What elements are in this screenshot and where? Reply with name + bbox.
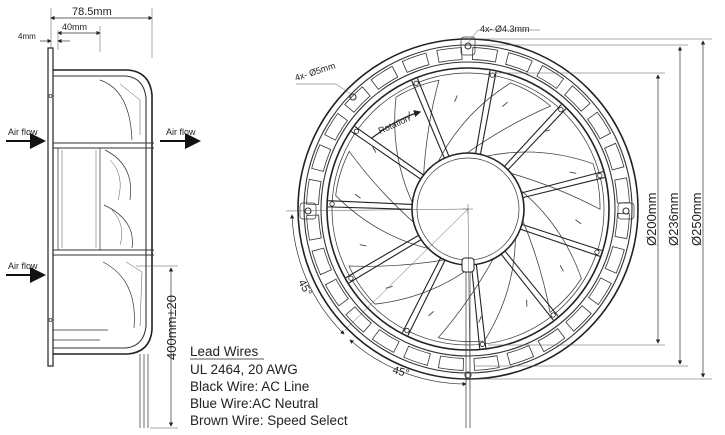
frame-slot	[345, 306, 372, 333]
front-lead-wires	[461, 257, 475, 428]
support-spoke	[351, 126, 424, 180]
lead-wires-brown: Brown Wire: Speed Select	[190, 413, 348, 428]
flange-plate	[47, 47, 54, 367]
blade-tick	[454, 95, 458, 103]
frame-slot	[537, 328, 566, 353]
support-spoke	[345, 234, 422, 284]
flange-holes-label: 4x- Ø5mm	[294, 60, 337, 82]
angle-label-bottom: 45°	[391, 364, 410, 380]
flange-thickness-label: 4mm	[18, 32, 36, 41]
airflow-label-right: Air flow	[166, 127, 196, 137]
impeller-blade	[348, 258, 478, 305]
frame-slot	[614, 213, 630, 240]
frame-slot	[437, 355, 464, 371]
lead-wire-notes: Lead Wires UL 2464, 20 AWG Black Wire: A…	[190, 344, 348, 428]
blade-tick	[502, 101, 508, 107]
frame-slot	[564, 85, 591, 112]
angle-label-left: 45°	[295, 278, 313, 298]
frame-slot	[401, 52, 430, 73]
blade-tick	[359, 244, 367, 247]
impeller-blade	[436, 82, 552, 166]
blade-tick	[354, 193, 361, 199]
wire-length-label: 400mm±20	[164, 295, 179, 360]
blade-tick	[385, 285, 393, 289]
frame-slot	[324, 278, 349, 307]
frame-slot	[472, 47, 499, 63]
frame-slot	[536, 65, 565, 90]
frame-slot	[306, 178, 322, 205]
support-spokes	[327, 70, 605, 349]
dia-250-label: Ø250mm	[689, 193, 704, 246]
frame-slot	[505, 52, 533, 73]
side-view: 78.5mm 40mm 4mm	[6, 6, 201, 429]
frame-slot	[403, 345, 431, 366]
frame-slot	[324, 112, 349, 141]
impeller-blade	[482, 151, 601, 210]
frame-slot	[614, 177, 630, 204]
support-spoke	[401, 257, 446, 336]
frame-slot	[506, 345, 535, 366]
support-spoke	[521, 171, 605, 199]
dia-236-label: Ø236mm	[666, 193, 681, 246]
side-lead-wires: 400mm±20	[136, 265, 179, 429]
frame-slot	[604, 142, 625, 171]
support-spoke	[500, 250, 559, 321]
dia-200-label: Ø200mm	[644, 193, 659, 246]
fan-housing-side	[53, 69, 154, 355]
support-spoke	[470, 264, 487, 349]
frame-slot	[371, 328, 400, 353]
frame-slot	[587, 277, 612, 306]
impeller-blade	[335, 150, 433, 250]
lead-wires-spec: UL 2464, 20 AWG	[190, 362, 298, 377]
impeller-blade	[517, 187, 582, 314]
blade-tick	[543, 129, 551, 133]
blade-tick	[575, 219, 582, 225]
lead-wires-blue: Blue Wire:AC Neutral	[190, 396, 318, 411]
airflow-label-left-bottom: Air flow	[8, 261, 38, 271]
rotation-indicator: Rotation	[371, 110, 422, 139]
support-spoke	[520, 223, 602, 257]
airflow-label-left-top: Air flow	[8, 127, 38, 137]
blade-tick	[478, 315, 482, 323]
overall-depth-label: 78.5mm	[72, 6, 112, 18]
support-spoke	[411, 78, 450, 159]
frame-slot	[370, 65, 399, 90]
support-spoke	[475, 70, 497, 155]
blade-tick	[372, 146, 377, 153]
top-dimensions: 78.5mm 40mm 4mm	[18, 6, 153, 58]
airflow-arrows: Air flow Air flow Air flow	[6, 127, 201, 283]
support-spoke	[503, 104, 567, 171]
frame-slot	[473, 355, 500, 371]
frame-slot	[344, 86, 371, 113]
diameter-dimensions: Ø200mm Ø236mm Ø250mm	[468, 38, 712, 380]
frame-slot	[311, 247, 332, 276]
lead-wires-title: Lead Wires	[190, 344, 259, 359]
frame-slot	[587, 111, 612, 140]
frame-slot	[436, 47, 463, 63]
lead-wires-black: Black Wire: AC Line	[190, 379, 309, 394]
frame-slot	[604, 246, 625, 274]
blade-tick	[559, 265, 564, 272]
support-spoke	[327, 200, 413, 210]
blade-tick	[428, 311, 434, 317]
blade-tick	[569, 171, 577, 174]
mount-holes-label: 4x- Ø4.3mm	[480, 24, 530, 34]
motor-depth-label: 40mm	[62, 22, 87, 32]
frame-slot	[311, 144, 332, 172]
front-view: Rotation 4x- Ø4.3mm 4x- Ø5mm 45° 45°	[285, 24, 712, 428]
frame-slot	[565, 305, 592, 332]
